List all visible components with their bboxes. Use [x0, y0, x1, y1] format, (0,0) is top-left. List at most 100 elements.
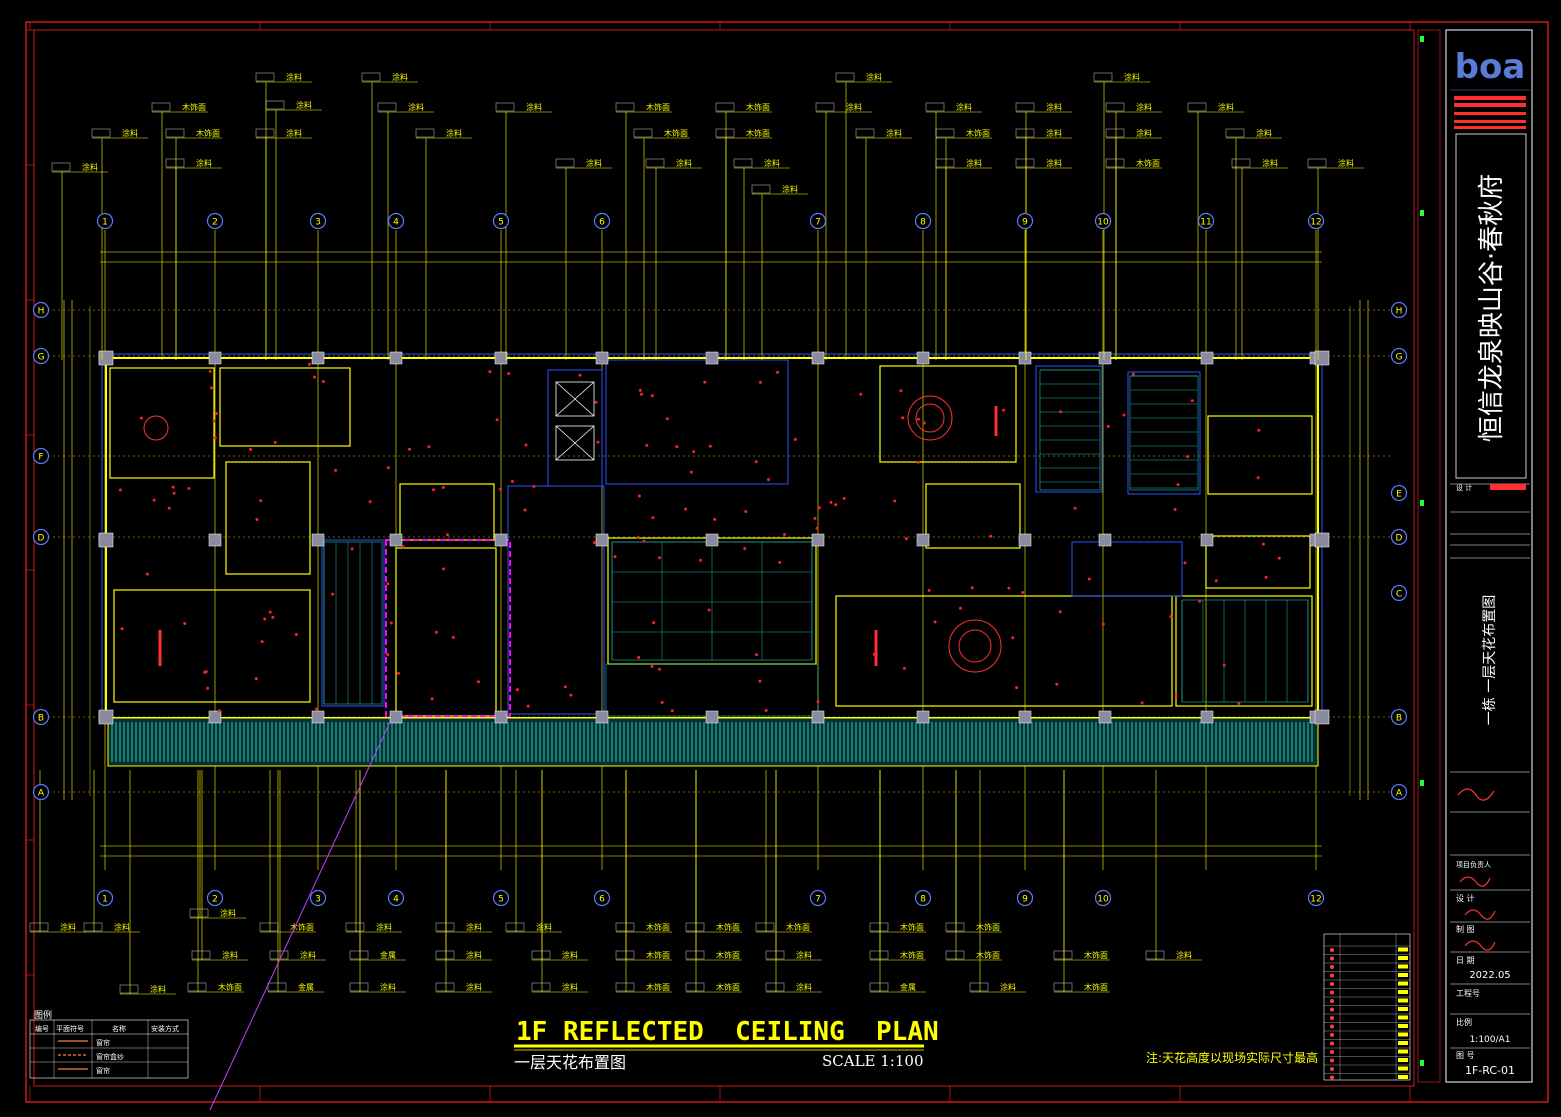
material-callout-label: 木饰面 — [966, 128, 990, 138]
project-lead-label: 项目负责人 — [1456, 860, 1491, 869]
axis-bubble-top-3: 3 — [309, 212, 327, 230]
drawing-title-cn: 一层天花布置图 — [514, 1053, 626, 1072]
material-callout-label: 金属 — [380, 950, 396, 960]
legend-row-3: 窗帘 — [96, 1066, 110, 1075]
material-callout-label: 金属 — [298, 982, 314, 992]
svg-text:2: 2 — [212, 218, 218, 228]
material-callout-label: 涂料 — [966, 158, 982, 168]
material-callout-label: 涂料 — [526, 102, 542, 112]
structural-columns — [98, 350, 1330, 725]
sheet-no-label: 图 号 — [1456, 1051, 1475, 1060]
terrace-hatch — [111, 722, 1313, 762]
svg-text:3: 3 — [315, 218, 321, 228]
material-callout-label: 涂料 — [114, 922, 130, 932]
material-leaders — [30, 81, 1364, 995]
project-name: 恒信龙泉映山谷·春秋府 — [1477, 174, 1507, 442]
svg-text:E: E — [1396, 490, 1402, 500]
material-callout-label: 涂料 — [562, 982, 578, 992]
material-callout-label: 涂料 — [796, 950, 812, 960]
svg-text:D: D — [38, 534, 45, 544]
svg-text:12: 12 — [1310, 895, 1321, 905]
material-callout-label: 木饰面 — [218, 982, 242, 992]
axis-bubble-bottom-12: 12 — [1307, 889, 1325, 907]
axis-bubble-right-B: B — [1390, 708, 1408, 726]
material-callout-label: 涂料 — [886, 128, 902, 138]
svg-text:7: 7 — [815, 218, 821, 228]
material-callout-label: 涂料 — [122, 128, 138, 138]
material-callout-label: 涂料 — [1176, 950, 1192, 960]
axis-bubble-top-2: 2 — [206, 212, 224, 230]
material-callout-label: 木饰面 — [746, 128, 770, 138]
sheet-no-value: 1F-RC-01 — [1465, 1064, 1515, 1077]
material-callout-label: 涂料 — [466, 922, 482, 932]
material-callout-label: 涂料 — [1046, 128, 1062, 138]
material-callout-label: 涂料 — [466, 950, 482, 960]
material-callout-label: 木饰面 — [1084, 982, 1108, 992]
material-callout-label: 木饰面 — [716, 982, 740, 992]
material-callout-label: 涂料 — [782, 184, 798, 194]
axis-bubble-top-6: 6 — [593, 212, 611, 230]
material-callout-label: 涂料 — [1046, 102, 1062, 112]
axis-bubble-bottom-7: 7 — [809, 889, 827, 907]
title-block: boa 恒信龙泉映山谷·春秋府 设 计 一栋 一层天花布置图 项目负责人 设 计… — [1417, 29, 1533, 1083]
material-callout-label: 木饰面 — [1136, 158, 1160, 168]
axis-bubble-right-G: G — [1390, 347, 1408, 365]
floor-plan — [98, 350, 1330, 767]
material-callout-label: 涂料 — [846, 102, 862, 112]
svg-text:3: 3 — [315, 895, 321, 905]
scale-value: 1:100/A1 — [1470, 1035, 1511, 1045]
svg-text:G: G — [38, 353, 45, 363]
material-callout-label: 涂料 — [956, 102, 972, 112]
axis-bubble-bottom-5: 5 — [492, 889, 510, 907]
material-callout-label: 涂料 — [220, 908, 236, 918]
axis-bubble-right-D: D — [1390, 528, 1408, 546]
pointer-line — [209, 721, 391, 1111]
material-callout-label: 涂料 — [1262, 158, 1278, 168]
job-no-label: 工程号 — [1456, 989, 1480, 998]
axis-bubble-top-9: 9 — [1016, 212, 1034, 230]
material-callout-label: 木饰面 — [290, 922, 314, 932]
date-value: 2022.05 — [1469, 970, 1510, 981]
drawing-note: 注:天花高度以现场实际尺寸最高 — [1146, 1050, 1318, 1065]
svg-text:F: F — [38, 453, 43, 463]
ceiling-light-points — [118, 362, 1281, 713]
material-callout-label: 木饰面 — [900, 922, 924, 932]
svg-text:5: 5 — [498, 895, 504, 905]
material-callout-label: 木饰面 — [746, 102, 770, 112]
svg-text:H: H — [38, 307, 45, 317]
axis-bubble-bottom-9: 9 — [1016, 889, 1034, 907]
material-callout-label: 涂料 — [764, 158, 780, 168]
material-callout-label: 木饰面 — [786, 922, 810, 932]
border-ticks — [26, 22, 1411, 1102]
axis-bubble-right-A: A — [1390, 783, 1408, 801]
svg-text:C: C — [1396, 590, 1402, 600]
legend-title: 图例 — [34, 1009, 52, 1021]
logo: boa — [1455, 47, 1526, 87]
sheet-name: 一栋 一层天花布置图 — [1481, 595, 1498, 725]
material-callout-label: 涂料 — [296, 100, 312, 110]
svg-text:4: 4 — [393, 895, 399, 905]
axis-bubble-bottom-3: 3 — [309, 889, 327, 907]
material-callout-label: 涂料 — [150, 984, 166, 994]
svg-text:11: 11 — [1200, 218, 1211, 228]
axis-bubble-left-G: G — [32, 347, 50, 365]
svg-text:2: 2 — [212, 895, 218, 905]
material-callout-label: 木饰面 — [900, 950, 924, 960]
svg-text:7: 7 — [815, 895, 821, 905]
legend-table: 图例 编号 平面符号 名称 安装方式 窗帘 窗帘盒纱 窗帘 — [29, 1009, 189, 1079]
axis-bubble-left-B: B — [32, 708, 50, 726]
axis-bubble-bottom-4: 4 — [387, 889, 405, 907]
material-callout-label: 涂料 — [286, 128, 302, 138]
material-callout-label: 涂料 — [286, 72, 302, 82]
svg-text:A: A — [38, 789, 45, 799]
material-callout-label: 木饰面 — [976, 922, 1000, 932]
svg-text:B: B — [1396, 714, 1402, 724]
material-callout-label: 涂料 — [1124, 72, 1140, 82]
material-callout-label: 涂料 — [796, 982, 812, 992]
material-callout-label: 涂料 — [408, 102, 424, 112]
axis-bubble-top-10: 10 — [1094, 212, 1112, 230]
legend-header-symbol: 平面符号 — [56, 1024, 84, 1033]
date-label: 日 期 — [1456, 956, 1475, 965]
